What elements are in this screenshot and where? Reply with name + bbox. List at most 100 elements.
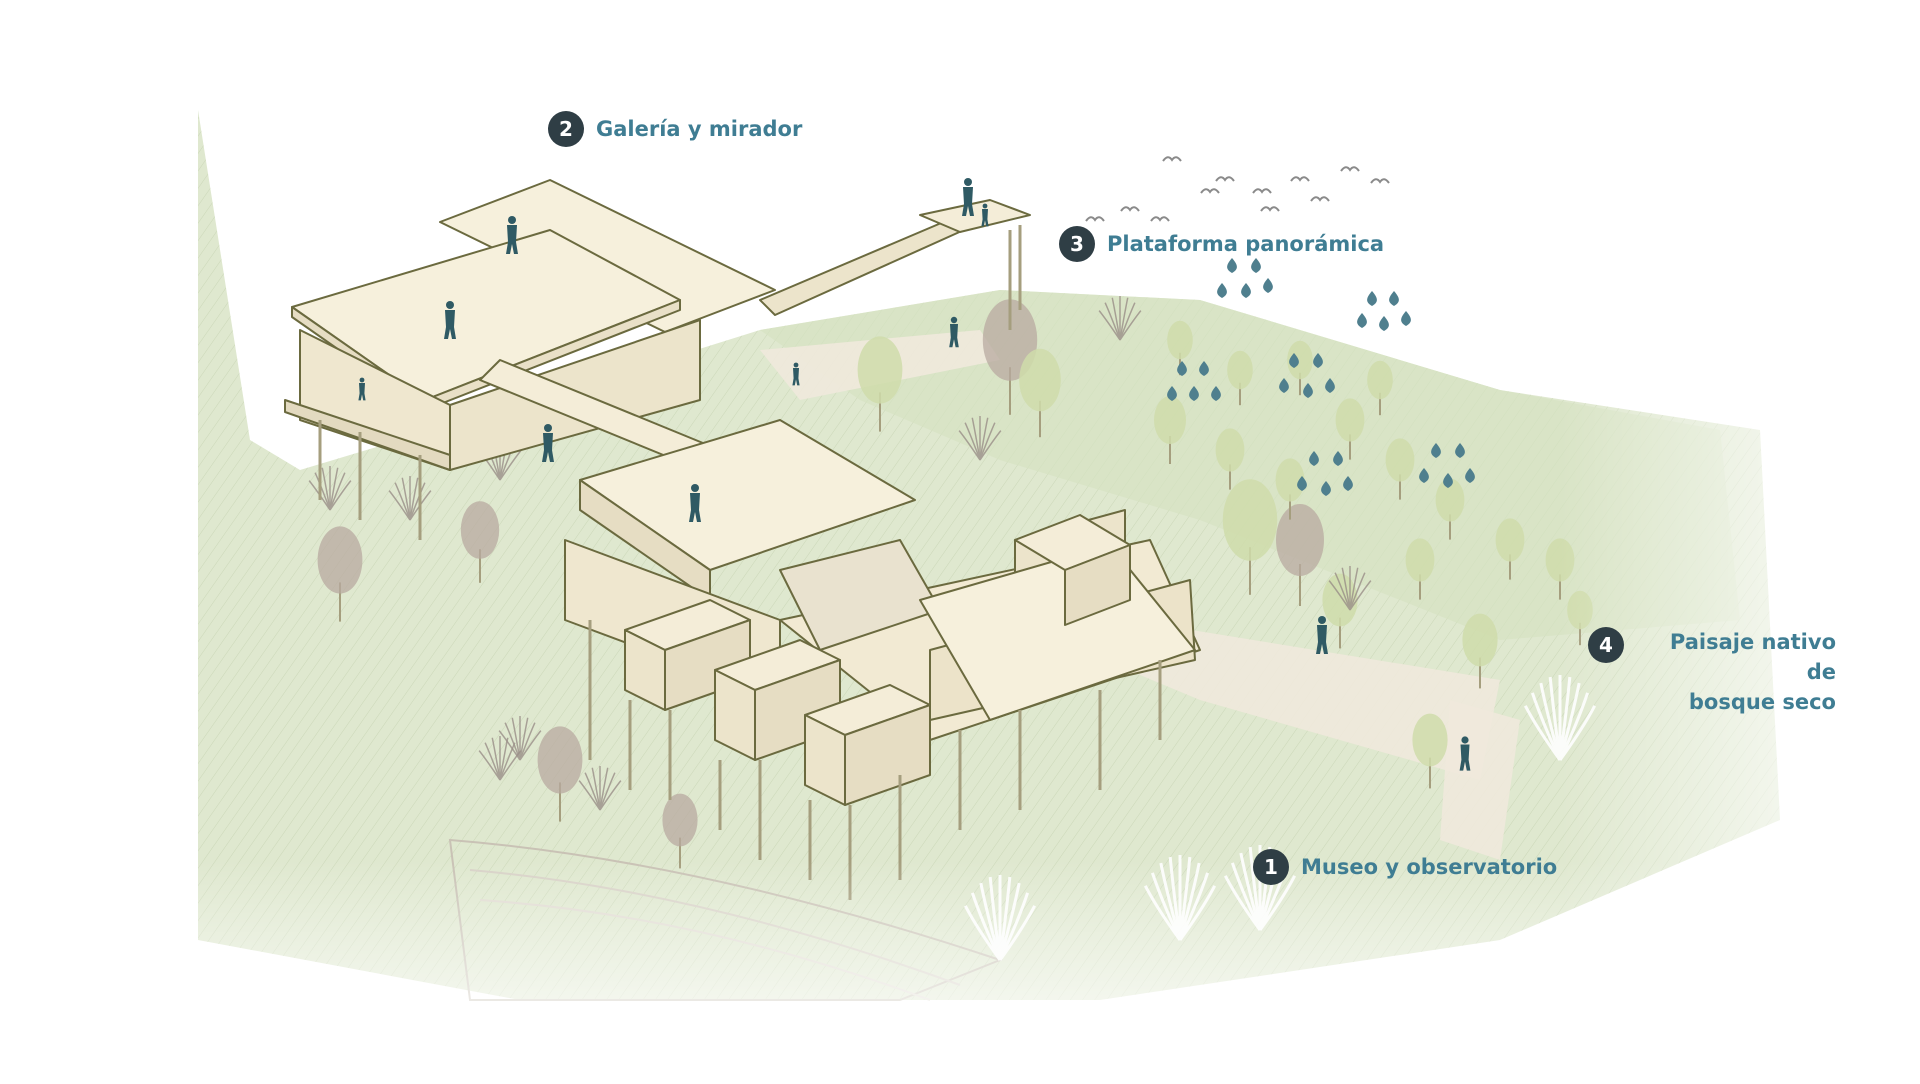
water-drop-icon (1167, 386, 1177, 401)
water-drop-icon (1297, 476, 1307, 491)
water-drop-icon (1325, 378, 1335, 393)
bird-icon (1085, 216, 1105, 222)
water-drop-icon (1367, 291, 1377, 306)
callout-label-gallery: Galería y mirador (596, 117, 803, 141)
tree-icon (1322, 573, 1358, 649)
person-figure-icon (792, 362, 800, 386)
tree-icon (857, 336, 903, 432)
water-drop-icon (1465, 468, 1475, 483)
bush-icon (388, 476, 432, 521)
water-drop-icon (1241, 283, 1251, 298)
callout-platform: 3 Plataforma panorámica (1059, 226, 1384, 262)
tree-icon (1276, 504, 1324, 606)
water-drop-icon (1401, 311, 1411, 326)
tree-icon (1222, 479, 1278, 595)
water-drop-icon (1455, 443, 1465, 458)
vegetation (308, 296, 1593, 869)
tree-icon (460, 501, 500, 583)
bird-icon (1310, 196, 1330, 202)
water-drop-icon (1309, 451, 1319, 466)
birds (1085, 156, 1390, 222)
callout-label-museum: Museo y observatorio (1301, 855, 1558, 879)
water-drop-icon (1419, 468, 1429, 483)
person-figure-icon (962, 178, 974, 216)
tree-icon (1019, 348, 1061, 438)
water-drop-icon (1279, 378, 1289, 393)
water-drop-icon (1211, 386, 1221, 401)
person-figure-icon (358, 377, 366, 401)
tree-icon (537, 726, 583, 822)
bird-icon (1150, 216, 1170, 222)
tree-icon (1275, 458, 1305, 520)
bird-icon (1340, 166, 1360, 172)
water-drop-icon (1343, 476, 1353, 491)
person-figure-icon (689, 484, 701, 522)
bird-icon (1200, 188, 1220, 194)
water-drop-icon (1289, 353, 1299, 368)
water-drop-icon (1431, 443, 1441, 458)
callout-label-platform: Plataforma panorámica (1107, 232, 1385, 256)
bush-icon (498, 716, 542, 761)
water-drop-icon (1251, 258, 1261, 273)
tree-icon (982, 299, 1038, 415)
water-drop-icon (1303, 383, 1313, 398)
tree-icon (1287, 340, 1313, 396)
person-figure-icon (444, 301, 456, 339)
tree-icon (1367, 360, 1393, 416)
bush-icon (308, 466, 352, 511)
tree-icon (1435, 478, 1465, 540)
water-drop-icon (1217, 283, 1227, 298)
water-drop-icon (1379, 316, 1389, 331)
water-drop-icon (1333, 451, 1343, 466)
water-drop-icon (1189, 386, 1199, 401)
person-figure-icon (542, 424, 554, 462)
tree-icon (317, 526, 363, 622)
water-drop-icon (1389, 291, 1399, 306)
person-figure-icon (1316, 616, 1328, 654)
water-drop-icon (1443, 473, 1453, 488)
bird-icon (1290, 176, 1310, 182)
water-drop-icon (1263, 278, 1273, 293)
water-drop-icon (1357, 313, 1367, 328)
tree-icon (1215, 428, 1245, 490)
water-drop-icon (1321, 481, 1331, 496)
tree-icon (1412, 713, 1448, 789)
tree-icon (1462, 613, 1498, 689)
bird-icon (1215, 176, 1235, 182)
callout-label-landscape-line1: Paisaje nativo de (1669, 630, 1836, 684)
bird-icon (1370, 178, 1390, 184)
bird-icon (1120, 206, 1140, 212)
bush-icon (958, 416, 1002, 461)
callout-landscape: 4 Paisaje nativo de bosque seco (1588, 627, 1836, 717)
callout-label-landscape: Paisaje nativo de bosque seco (1636, 627, 1836, 717)
bird-icon (1260, 206, 1280, 212)
water-drop-icon (1313, 353, 1323, 368)
tree-icon (1154, 396, 1186, 464)
callout-badge-3: 3 (1059, 226, 1095, 262)
callout-badge-1: 1 (1253, 849, 1289, 885)
person-figure-icon (981, 203, 989, 227)
building-stilts (318, 225, 1162, 900)
bird-icon (1162, 156, 1182, 162)
tree-icon (1227, 350, 1253, 406)
bird-icon (1252, 188, 1272, 194)
bush-icon (1328, 566, 1372, 611)
bush-icon (1098, 296, 1142, 341)
tree-icon (1405, 538, 1435, 600)
bush-icon (478, 736, 522, 781)
tree-icon (1385, 438, 1415, 500)
callout-badge-2: 2 (548, 111, 584, 147)
water-drop-icon (1199, 361, 1209, 376)
person-figure-icon (506, 216, 518, 254)
tree-icon (1495, 518, 1525, 580)
water-drops (1167, 258, 1475, 496)
person-figure-icon (1459, 736, 1471, 771)
tree-icon (1335, 398, 1365, 460)
buildings (284, 179, 1201, 806)
people (358, 178, 1471, 771)
callout-badge-4: 4 (1588, 627, 1624, 663)
person-figure-icon (949, 316, 959, 348)
water-drop-icon (1227, 258, 1237, 273)
